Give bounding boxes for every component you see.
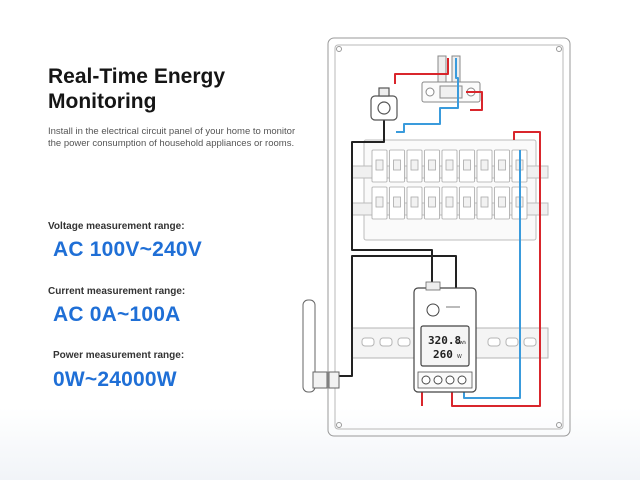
voltage-range-value: AC 100V~240V	[53, 238, 202, 261]
current-range-label: Current measurement range:	[48, 286, 186, 297]
breaker-switch	[463, 159, 471, 171]
energy-meter	[413, 281, 477, 393]
current-range-value: AC 0A~100A	[53, 303, 181, 326]
breaker-switch	[480, 196, 489, 208]
breaker-switch	[428, 159, 436, 171]
breaker-switch	[375, 196, 384, 208]
breaker-switch	[393, 159, 401, 171]
description-text: Install in the electrical circuit panel …	[48, 126, 296, 149]
power-range-label: Power measurement range:	[53, 350, 185, 361]
breaker-switch	[393, 196, 401, 208]
breaker-switch	[445, 159, 454, 171]
meter-energy-reading: 320.8	[428, 334, 461, 347]
terminal-block	[421, 55, 481, 103]
breaker-switch	[445, 196, 454, 208]
panel-box	[327, 37, 571, 437]
panel-screw-icons	[336, 46, 562, 428]
wires	[338, 58, 541, 407]
meter-power-unit: W	[457, 354, 462, 360]
meter-energy-unit: kWh	[457, 340, 466, 345]
antenna-icon	[302, 299, 340, 393]
meter-power-reading: 260	[433, 348, 453, 361]
breaker-switch	[410, 196, 419, 208]
breaker-switch	[428, 196, 436, 208]
breaker-switch	[375, 159, 384, 171]
breaker-switch	[480, 159, 489, 171]
breaker-switch	[498, 159, 506, 171]
breaker-switch	[498, 196, 506, 208]
breaker-switch	[410, 159, 419, 171]
breaker-switch	[463, 196, 471, 208]
meter-terminal-screws	[421, 375, 467, 385]
current-clamp	[370, 87, 398, 121]
voltage-range-label: Voltage measurement range:	[48, 221, 185, 232]
power-range-value: 0W~24000W	[53, 368, 177, 391]
page-title: Real-Time Energy Monitoring	[48, 65, 226, 113]
